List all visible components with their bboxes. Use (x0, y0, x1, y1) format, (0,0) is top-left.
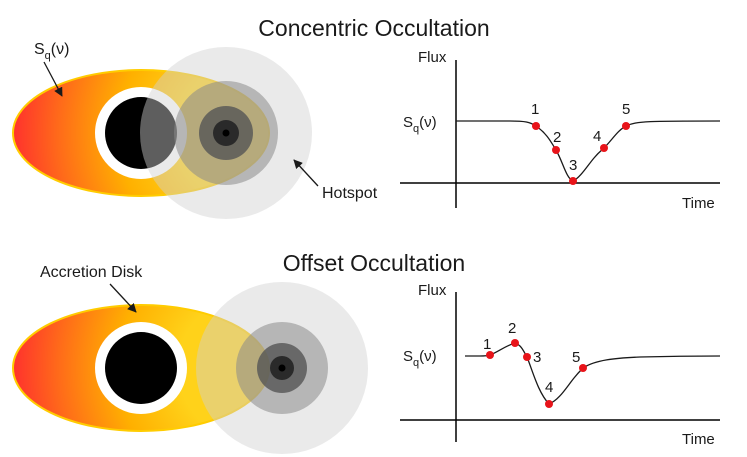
top-title: Concentric Occultation (258, 15, 489, 41)
top-x-axis-label: Time (682, 195, 715, 212)
bottom-black-hole (105, 332, 177, 404)
top-source-arrow (43, 61, 63, 97)
accretion-disk-label: Accretion Disk (40, 264, 143, 281)
top-point-2 (552, 146, 560, 154)
top-point-label-5: 5 (622, 101, 630, 118)
bottom-point-1 (486, 351, 494, 359)
top-light-curve (456, 120, 721, 182)
bottom-point-label-1: 1 (483, 336, 491, 353)
bottom-point-label-2: 2 (508, 320, 516, 337)
top-hotspot (140, 47, 312, 219)
bottom-point-label-4: 4 (545, 379, 553, 396)
top-black-hole (105, 97, 177, 169)
top-y-axis-label: Flux (418, 49, 447, 66)
top-flux-plot: Flux Time Sq(ν) 1 2 3 4 5 (400, 49, 721, 212)
top-point-label-4: 4 (593, 128, 601, 145)
bottom-point-2 (511, 339, 519, 347)
top-points (532, 122, 630, 185)
accretion-disk-arrow (109, 283, 137, 313)
top-point-1 (532, 122, 540, 130)
bottom-point-4 (545, 400, 553, 408)
bottom-flux-plot: Flux Time Sq(ν) 1 2 3 4 5 (400, 282, 721, 448)
bottom-level-label: Sq(ν) (403, 348, 437, 369)
bottom-light-curve (465, 342, 721, 405)
top-level-label: Sq(ν) (403, 114, 437, 135)
bottom-x-axis-label: Time (682, 431, 715, 448)
top-point-label-1: 1 (531, 101, 539, 118)
top-point-3 (569, 177, 577, 185)
bottom-title: Offset Occultation (283, 250, 465, 276)
bottom-point-label-5: 5 (572, 349, 580, 366)
bottom-points (486, 339, 587, 408)
bottom-point-3 (523, 353, 531, 361)
top-point-4 (600, 144, 608, 152)
bottom-point-label-3: 3 (533, 349, 541, 366)
bottom-y-axis-label: Flux (418, 282, 447, 299)
hotspot-arrow (293, 159, 319, 187)
hotspot-label: Hotspot (322, 185, 378, 202)
top-point-5 (622, 122, 630, 130)
top-source-label: Sq(ν) (34, 41, 69, 62)
bottom-hotspot (196, 282, 368, 454)
top-point-label-2: 2 (553, 129, 561, 146)
bottom-point-5 (579, 364, 587, 372)
top-point-label-3: 3 (569, 157, 577, 174)
